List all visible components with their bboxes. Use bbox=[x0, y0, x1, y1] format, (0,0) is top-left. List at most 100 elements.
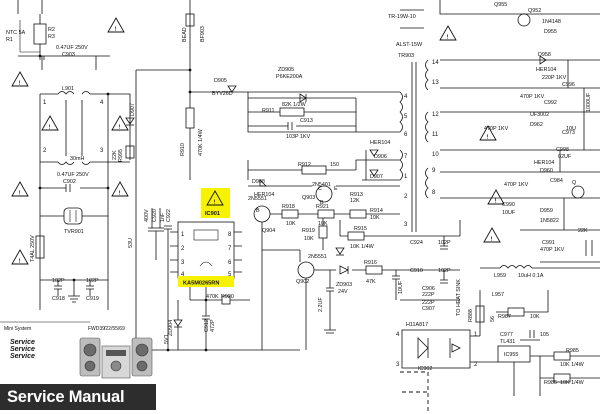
svg-text:C998: C998 bbox=[556, 147, 569, 153]
feedback-section: C924 102P C910 102P C906 222P 222P C907 … bbox=[396, 220, 600, 414]
svg-text:1: 1 bbox=[474, 332, 478, 338]
label-service-2: Service bbox=[10, 346, 35, 353]
svg-text:8: 8 bbox=[228, 232, 232, 238]
svg-text:C992: C992 bbox=[544, 100, 557, 106]
svg-text:C910: C910 bbox=[410, 268, 423, 274]
svg-text:Q955: Q955 bbox=[494, 2, 507, 8]
svg-text:R918: R918 bbox=[282, 204, 295, 210]
svg-text:B: B bbox=[320, 200, 324, 206]
svg-text:4: 4 bbox=[100, 100, 104, 106]
svg-text:2N5551: 2N5551 bbox=[248, 196, 267, 202]
svg-text:BF903: BF903 bbox=[200, 26, 206, 42]
svg-text:Q952: Q952 bbox=[528, 8, 541, 14]
svg-text:53U: 53U bbox=[128, 238, 134, 248]
r916-resistor bbox=[365, 265, 383, 275]
svg-text:UF3002: UF3002 bbox=[530, 112, 549, 118]
svg-text:1: 1 bbox=[404, 174, 408, 180]
svg-text:Q: Q bbox=[572, 180, 576, 186]
svg-text:C922: C922 bbox=[166, 209, 172, 222]
svg-text:ZD905: ZD905 bbox=[278, 67, 294, 73]
svg-text:H11A817: H11A817 bbox=[406, 322, 428, 328]
svg-text:!: ! bbox=[119, 125, 121, 131]
svg-text:5: 5 bbox=[404, 114, 408, 120]
svg-text:10UF: 10UF bbox=[502, 210, 516, 216]
footer-branding: Mini System FWD39 /22/55/69 Service Serv… bbox=[0, 321, 153, 379]
warning-icon: ! bbox=[111, 181, 129, 197]
svg-text:1: 1 bbox=[181, 232, 185, 238]
svg-text:2N5551: 2N5551 bbox=[308, 254, 327, 260]
label-d907: D907 bbox=[130, 103, 136, 116]
svg-text:C924: C924 bbox=[410, 240, 423, 246]
label-ic901: IC901 bbox=[205, 211, 220, 217]
svg-text:10U: 10U bbox=[566, 126, 576, 132]
bead bbox=[185, 13, 195, 27]
svg-text:400V: 400V bbox=[144, 209, 150, 222]
label-ic901-part: KA5M0265RN bbox=[183, 281, 219, 287]
svg-text:47K: 47K bbox=[366, 279, 376, 285]
label-r3: R3 bbox=[48, 34, 55, 40]
label-r1: R1 bbox=[6, 37, 13, 43]
svg-text:R995: R995 bbox=[118, 149, 124, 162]
label-l901-value: 30mH bbox=[70, 156, 84, 162]
svg-text:!: ! bbox=[495, 199, 497, 205]
svg-text:!: ! bbox=[491, 237, 493, 243]
svg-text:12K: 12K bbox=[350, 198, 360, 204]
svg-text:D906: D906 bbox=[374, 154, 387, 160]
svg-text:12: 12 bbox=[432, 112, 439, 118]
svg-text:C920: C920 bbox=[152, 209, 158, 222]
svg-text:105: 105 bbox=[540, 332, 549, 338]
svg-text:470P 1KV: 470P 1KV bbox=[540, 247, 565, 253]
svg-text:222P: 222P bbox=[422, 292, 435, 298]
svg-text:470K 1/4W: 470K 1/4W bbox=[198, 128, 204, 156]
ic901-section: ! IC901 1 2 3 4 8 7 6 5 KA5M0265RN 470K … bbox=[164, 188, 250, 352]
svg-text:D955: D955 bbox=[544, 29, 557, 35]
r888-resistor bbox=[475, 305, 485, 323]
warning-icon: ! bbox=[483, 227, 501, 243]
svg-text:2: 2 bbox=[474, 362, 478, 368]
service-manual-banner: Service Manual bbox=[0, 384, 156, 410]
svg-text:!: ! bbox=[19, 191, 21, 197]
r915-resistor bbox=[347, 231, 365, 241]
svg-text:470P 1KV: 470P 1KV bbox=[504, 182, 529, 188]
r914-resistor bbox=[349, 209, 367, 219]
svg-text:BEAD: BEAD bbox=[182, 27, 188, 42]
svg-text:D907: D907 bbox=[370, 174, 383, 180]
svg-text:4: 4 bbox=[396, 332, 400, 338]
snubber-section: D905 BYV26D ZD905 P6KE200A 82K 1/2W R911… bbox=[212, 67, 400, 140]
svg-text:1000UF: 1000UF bbox=[586, 92, 592, 112]
svg-text:5: 5 bbox=[228, 272, 232, 278]
svg-text:7: 7 bbox=[228, 246, 232, 252]
svg-text:D905: D905 bbox=[214, 78, 227, 84]
svg-text:R912: R912 bbox=[298, 162, 311, 168]
label-service-1: Service bbox=[10, 339, 35, 346]
svg-text:5V1: 5V1 bbox=[164, 334, 170, 344]
aux-winding-section: R912 150 HER104 D906 D907 D908 HER104 bbox=[247, 140, 400, 198]
svg-text:470P 1KV: 470P 1KV bbox=[484, 126, 509, 132]
svg-text:!: ! bbox=[19, 259, 21, 265]
label-mini-system: Mini System bbox=[4, 326, 31, 332]
q903-transistor bbox=[315, 185, 333, 203]
svg-text:82K 1/2W: 82K 1/2W bbox=[282, 102, 307, 108]
svg-text:470K: 470K bbox=[206, 294, 219, 300]
label-service-3: Service bbox=[10, 353, 35, 360]
r919-resistor bbox=[318, 225, 328, 239]
svg-text:220P 1KV: 220P 1KV bbox=[542, 75, 567, 81]
svg-text:1nF: 1nF bbox=[160, 212, 166, 222]
svg-text:R913: R913 bbox=[350, 192, 363, 198]
svg-text:!: ! bbox=[49, 125, 51, 131]
svg-text:!: ! bbox=[214, 200, 216, 206]
svg-text:C912: C912 bbox=[204, 319, 210, 332]
warning-icon: ! bbox=[41, 115, 59, 131]
svg-text:22K: 22K bbox=[112, 150, 118, 160]
label-tvr901: TVR901 bbox=[64, 229, 84, 235]
fuse bbox=[35, 235, 45, 259]
svg-text:P6KE200A: P6KE200A bbox=[276, 74, 303, 80]
r921-resistor bbox=[317, 209, 335, 219]
svg-text:13: 13 bbox=[432, 80, 439, 86]
svg-text:R910: R910 bbox=[180, 143, 186, 156]
svg-text:102P: 102P bbox=[52, 278, 65, 284]
svg-text:C990: C990 bbox=[502, 202, 515, 208]
svg-text:!: ! bbox=[487, 135, 489, 141]
svg-text:D959: D959 bbox=[540, 208, 553, 214]
